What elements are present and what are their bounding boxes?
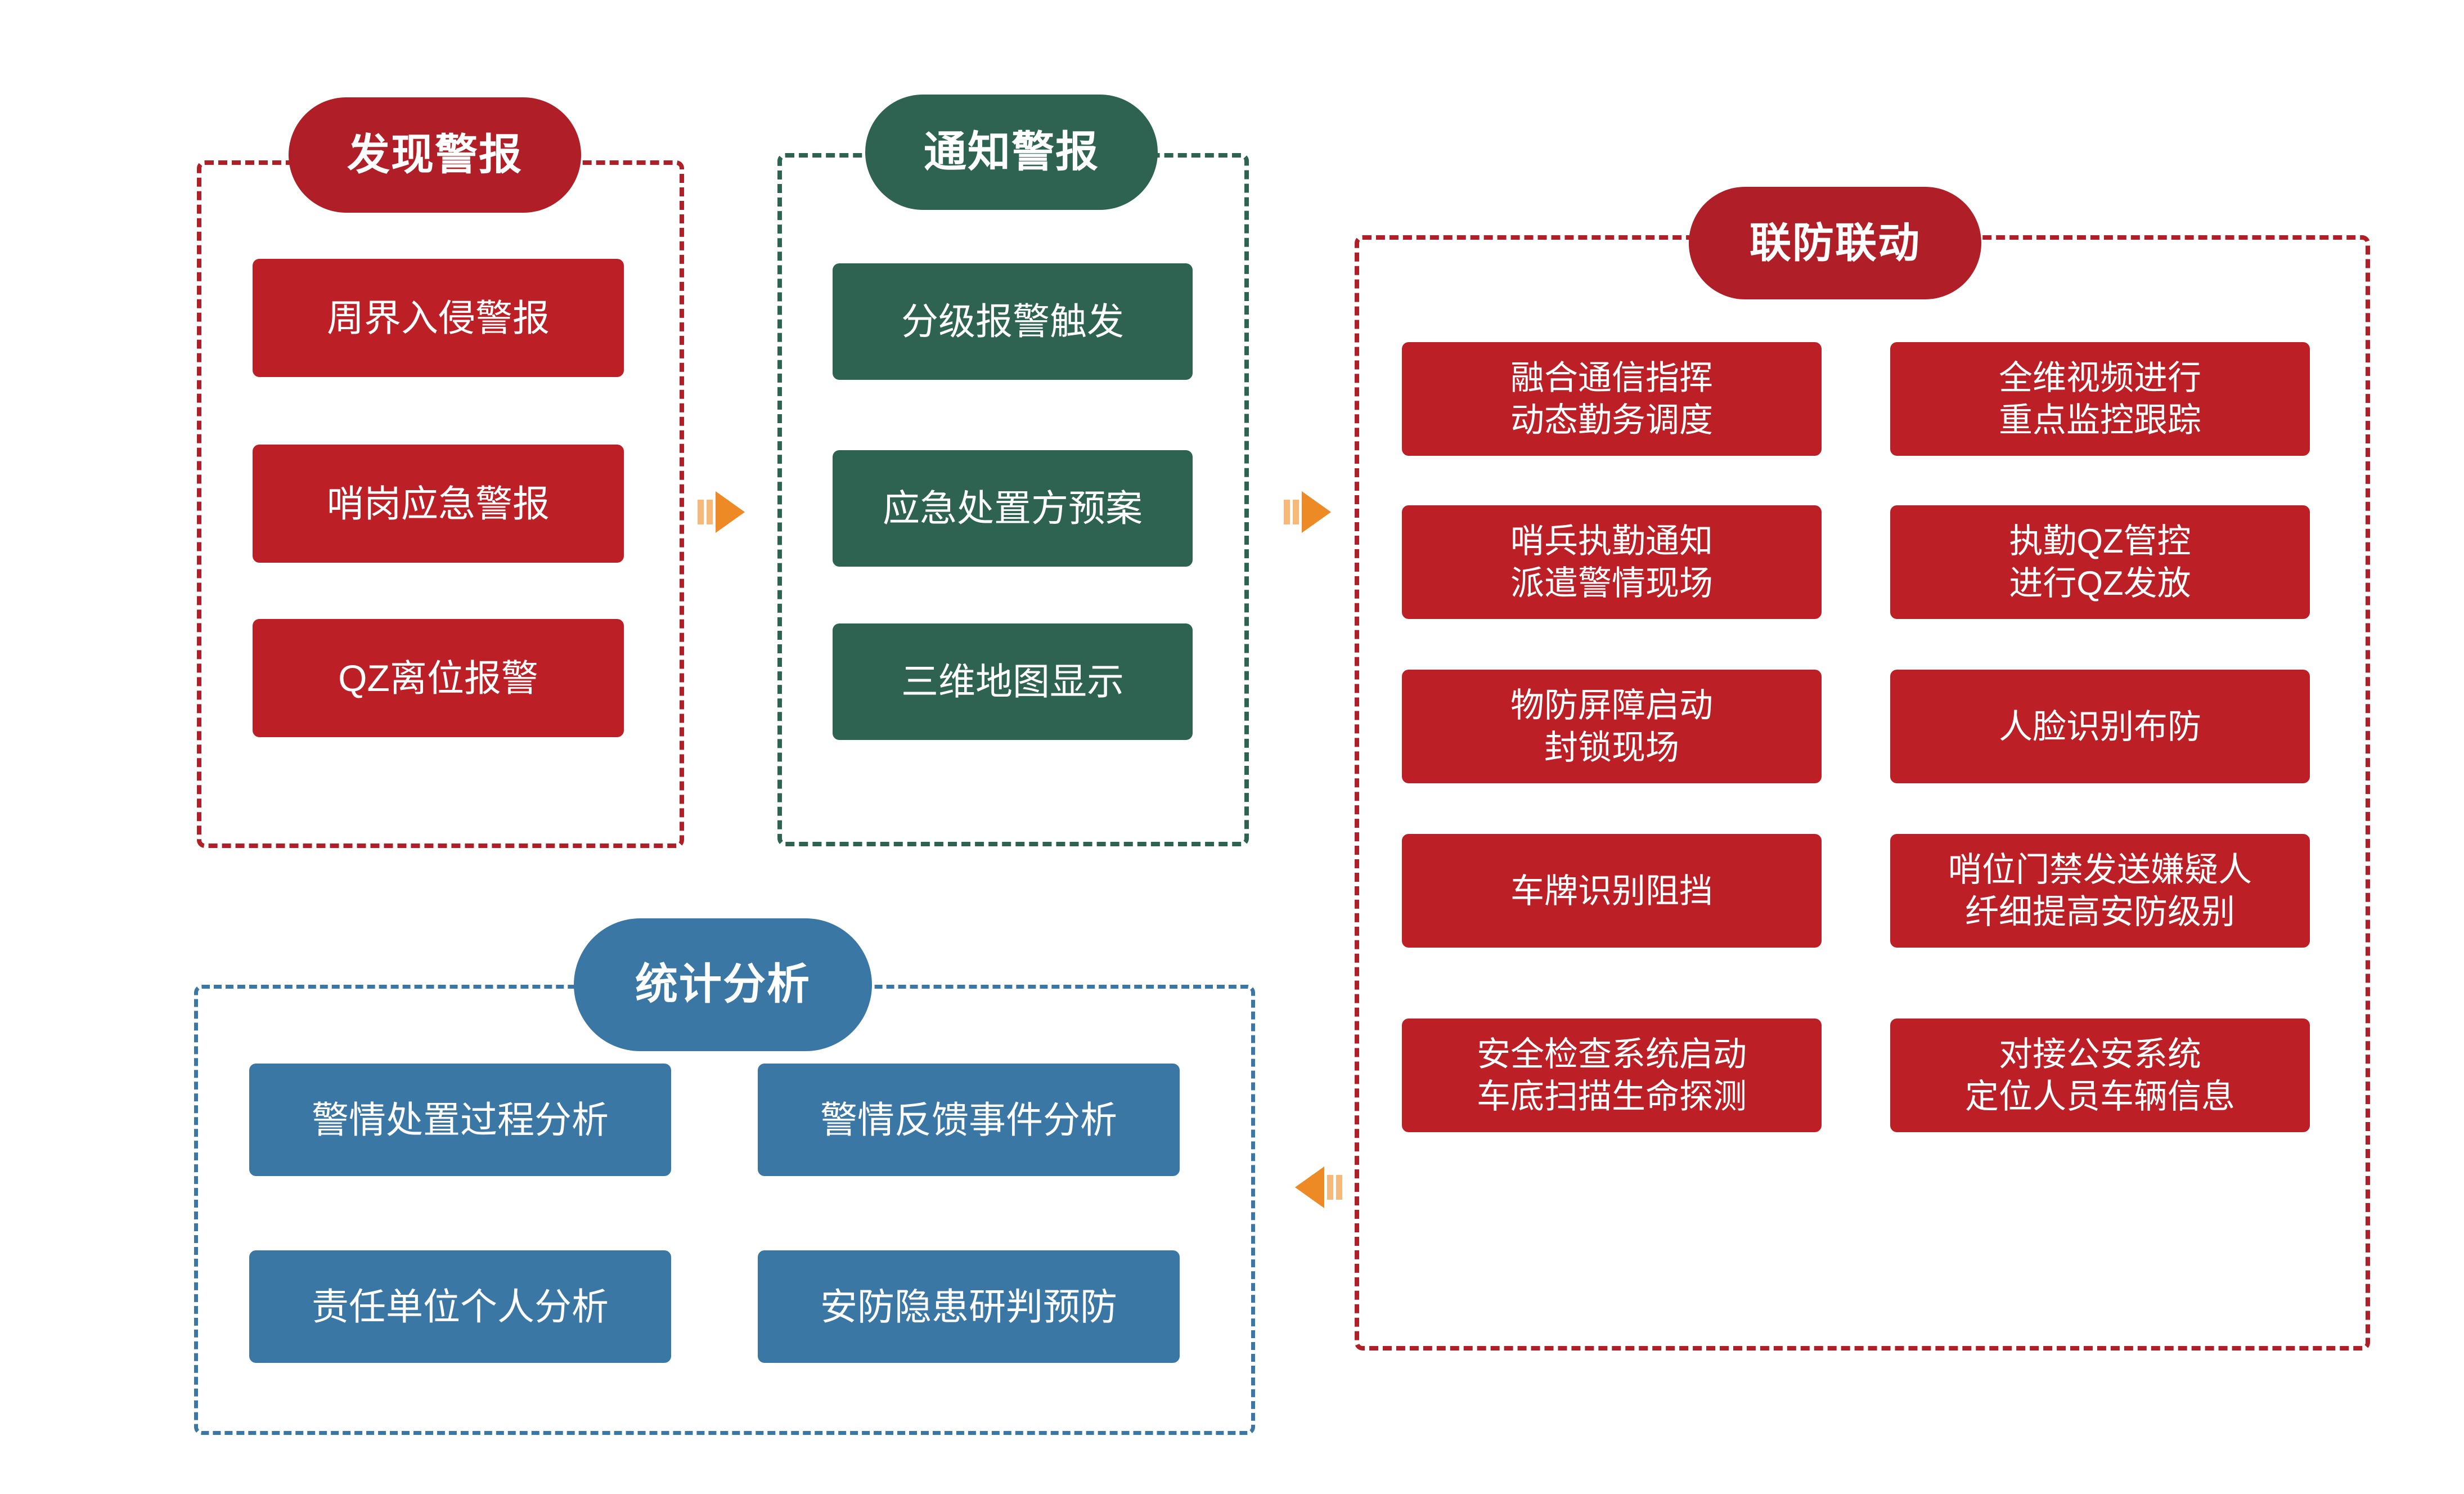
card-label: 应急处置方预案 [883, 487, 1143, 530]
panel-title-text: 统计分析 [635, 961, 811, 1008]
card-label: 执勤QZ管控 进行QZ发放 [2009, 522, 2191, 602]
panel-title-discover-alarm: 发现警报 [289, 97, 581, 213]
card-face-recognition-deployment[interactable]: 人脸识别布防 [1890, 670, 2310, 783]
card-perimeter-intrusion-alarm[interactable]: 周界入侵警报 [253, 259, 624, 377]
card-label: 警情反馈事件分析 [820, 1098, 1117, 1141]
card-police-system-integration[interactable]: 对接公安系统 定位人员车辆信息 [1890, 1019, 2310, 1132]
panel-statistical-analysis-container [194, 985, 1255, 1435]
card-label: QZ离位报警 [338, 657, 538, 699]
card-label: 人脸识别布防 [1999, 707, 2201, 746]
card-plate-recognition-block[interactable]: 车牌识别阻挡 [1402, 834, 1822, 948]
card-sentry-emergency-alarm[interactable]: 哨岗应急警报 [253, 445, 624, 563]
card-fusion-comms-command[interactable]: 融合通信指挥 动态勤务调度 [1402, 342, 1822, 456]
card-label: 周界入侵警报 [327, 297, 550, 339]
card-label: 哨兵执勤通知 派遣警情现场 [1510, 522, 1713, 602]
card-label: 物防屏障启动 封锁现场 [1510, 687, 1713, 766]
card-label: 车牌识别阻挡 [1510, 872, 1713, 910]
card-label: 融合通信指挥 动态勤务调度 [1510, 359, 1713, 439]
panel-title-statistical-analysis: 统计分析 [574, 918, 872, 1051]
card-duty-qz-control[interactable]: 执勤QZ管控 进行QZ发放 [1890, 505, 2310, 619]
card-alarm-feedback-event-analysis[interactable]: 警情反馈事件分析 [758, 1064, 1180, 1176]
card-label: 警情处置过程分析 [312, 1098, 609, 1141]
card-gate-suspect-alert[interactable]: 哨位门禁发送嫌疑人 纤细提高安防级别 [1890, 834, 2310, 948]
card-label: 分级报警触发 [901, 300, 1124, 343]
card-physical-barrier-lockdown[interactable]: 物防屏障启动 封锁现场 [1402, 670, 1822, 783]
card-3d-map-display[interactable]: 三维地图显示 [833, 623, 1193, 740]
card-label: 安防隐患研判预防 [820, 1285, 1117, 1327]
card-label: 对接公安系统 定位人员车辆信息 [1965, 1035, 2235, 1115]
card-graded-alarm-trigger[interactable]: 分级报警触发 [833, 263, 1193, 380]
card-qz-offpost-alarm[interactable]: QZ离位报警 [253, 619, 624, 737]
card-responsible-unit-person-analysis[interactable]: 责任单位个人分析 [249, 1250, 671, 1363]
arrow-joint-to-statistics-icon [1270, 1156, 1343, 1218]
card-label: 责任单位个人分析 [312, 1285, 609, 1327]
card-alarm-handling-process-analysis[interactable]: 警情处置过程分析 [249, 1064, 671, 1176]
panel-title-text: 发现警报 [347, 131, 523, 179]
card-omni-video-tracking[interactable]: 全维视频进行 重点监控跟踪 [1890, 342, 2310, 456]
panel-title-notify-alarm: 通知警报 [865, 95, 1158, 210]
card-security-check-vehicle-scan[interactable]: 安全检查系统启动 车底扫描生命探测 [1402, 1019, 1822, 1132]
card-label: 安全检查系统启动 车底扫描生命探测 [1477, 1035, 1747, 1115]
card-security-risk-prevention-analysis[interactable]: 安防隐患研判预防 [758, 1250, 1180, 1363]
card-label: 哨位门禁发送嫌疑人 纤细提高安防级别 [1948, 851, 2252, 931]
panel-title-text: 联防联动 [1750, 219, 1921, 266]
card-label: 三维地图显示 [901, 661, 1124, 703]
card-sentry-duty-dispatch[interactable]: 哨兵执勤通知 派遣警情现场 [1402, 505, 1822, 619]
panel-title-text: 通知警报 [924, 128, 1099, 176]
panel-title-joint-defense: 联防联动 [1689, 187, 1981, 299]
arrow-notify-to-joint-icon [1283, 481, 1356, 543]
arrow-discover-to-notify-icon [696, 481, 770, 543]
card-emergency-response-plan[interactable]: 应急处置方预案 [833, 450, 1193, 567]
card-label: 哨岗应急警报 [327, 482, 550, 524]
card-label: 全维视频进行 重点监控跟踪 [1999, 359, 2201, 439]
